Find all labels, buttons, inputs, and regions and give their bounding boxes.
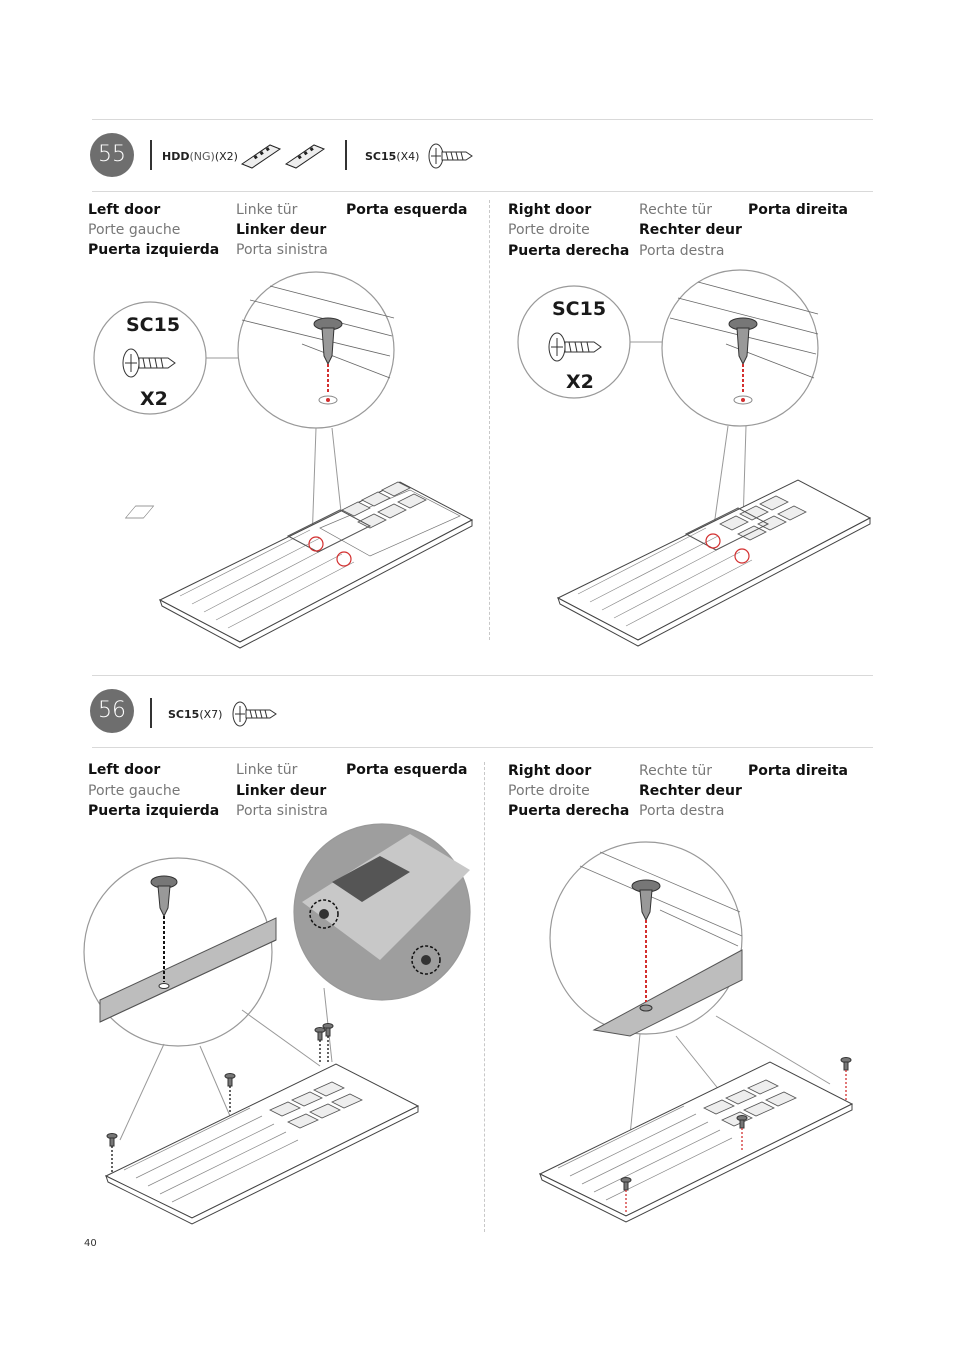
label-right-door-en: Right door	[508, 202, 592, 218]
label-right-door-de: Rechte tür	[639, 763, 712, 779]
screw-part-icon	[232, 701, 277, 727]
label-right-door-de: Rechte tür	[639, 202, 712, 218]
label-left-door-es: Puerta izquierda	[88, 803, 220, 819]
label-left-door-pt: Porta esquerda	[346, 202, 468, 218]
step-55-right-illustration	[517, 269, 872, 647]
label-right-door-fr: Porte droite	[508, 222, 590, 238]
label-left-door-es: Puerta izquierda	[88, 242, 220, 258]
label-right-door-fr: Porte droite	[508, 783, 590, 799]
label-right-door-it: Porta destra	[639, 243, 725, 259]
step-56-right-illustration	[538, 841, 854, 1223]
screw-part-icon	[428, 143, 473, 169]
step-56-left-illustration	[83, 823, 471, 1225]
callout-code-right: SC15	[552, 298, 607, 320]
label-right-door-nl: Rechter deur	[639, 783, 742, 799]
label-left-door-it: Porta sinistra	[236, 803, 328, 819]
label-left-door-de: Linke tür	[236, 762, 298, 778]
screw-icon	[122, 348, 176, 378]
step-55-part1-label: HDD(NG)(X2)	[162, 150, 238, 163]
divider-55	[92, 191, 873, 192]
screw-icon	[548, 332, 602, 362]
step-56-separator	[150, 698, 152, 728]
step-55-part2-label: SC15(X4)	[365, 150, 420, 163]
label-right-door-en: Right door	[508, 763, 592, 779]
label-left-door-fr: Porte gauche	[88, 222, 181, 238]
hinge-part-icon	[240, 144, 326, 169]
label-left-door-nl: Linker deur	[236, 783, 327, 799]
label-right-door-nl: Rechter deur	[639, 222, 742, 238]
step-55-separator-2	[345, 140, 347, 170]
label-left-door-en: Left door	[88, 202, 161, 218]
divider-top	[92, 119, 873, 120]
step-55-badge: 55	[90, 133, 134, 177]
label-right-door-es: Puerta derecha	[508, 803, 630, 819]
callout-code-left: SC15	[126, 314, 181, 336]
label-left-door-en: Left door	[88, 762, 161, 778]
column-divider-56	[484, 762, 485, 1232]
divider-56	[92, 747, 873, 748]
divider-56-top	[92, 675, 873, 676]
callout-qty-right: X2	[566, 371, 594, 393]
label-left-door-fr: Porte gauche	[88, 783, 181, 799]
label-left-door-de: Linke tür	[236, 202, 298, 218]
step-56-badge: 56	[90, 689, 134, 733]
label-left-door-nl: Linker deur	[236, 222, 327, 238]
label-left-door-it: Porta sinistra	[236, 242, 328, 258]
label-right-door-pt: Porta direita	[748, 202, 848, 218]
column-divider-55	[489, 200, 490, 640]
step-55-left-illustration	[93, 271, 474, 649]
step-56-part-label: SC15(X7)	[168, 708, 223, 721]
page-number: 40	[84, 1238, 97, 1249]
callout-qty-left: X2	[140, 388, 168, 410]
step-55-separator	[150, 140, 152, 170]
label-right-door-es: Puerta derecha	[508, 243, 630, 259]
label-left-door-pt: Porta esquerda	[346, 762, 468, 778]
label-right-door-pt: Porta direita	[748, 763, 848, 779]
label-right-door-it: Porta destra	[639, 803, 725, 819]
